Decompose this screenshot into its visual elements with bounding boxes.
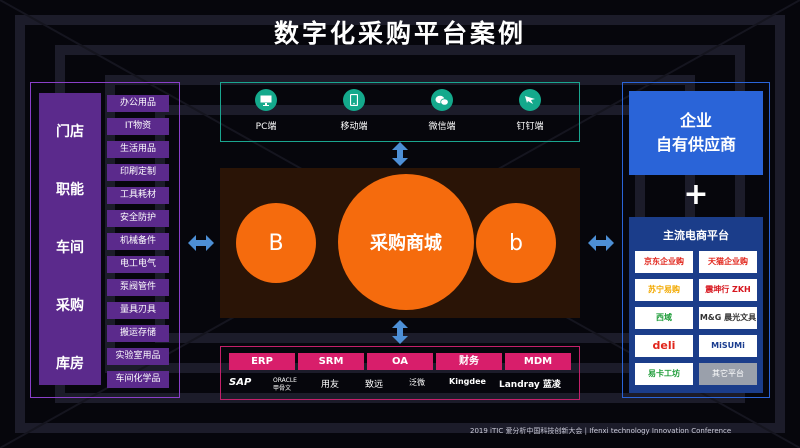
dingtalk-icon bbox=[519, 89, 541, 111]
platform-pc: PC端 bbox=[231, 89, 301, 132]
department-function: 职能 bbox=[56, 182, 84, 198]
own-supplier-line2: 自有供应商 bbox=[655, 135, 736, 154]
system-finance: 财务 bbox=[436, 353, 502, 370]
category-item: 办公用品 bbox=[107, 95, 169, 112]
monitor-icon bbox=[255, 89, 277, 111]
department-store: 门店 bbox=[56, 124, 84, 140]
platform-label: 移动端 bbox=[340, 122, 368, 132]
logo-weaver: 泛微 bbox=[409, 378, 425, 387]
system-mdm: MDM bbox=[505, 353, 571, 370]
own-supplier-line1: 企业 bbox=[679, 111, 712, 130]
own-supplier-box: 企业 自有供应商 bbox=[629, 91, 763, 175]
double-arrow-horizontal-icon bbox=[188, 235, 214, 251]
logo-landray: Landray 蓝凌 bbox=[499, 380, 561, 390]
platform-dingtalk: 钉钉端 bbox=[495, 89, 565, 132]
ecommerce-deli: deli bbox=[635, 335, 693, 357]
platform-mobile: 移动端 bbox=[319, 89, 389, 132]
plus-icon: + bbox=[683, 177, 709, 212]
logo-yonyou: 用友 bbox=[321, 380, 340, 390]
b2b-small-circle: b bbox=[476, 203, 556, 283]
ecommerce-yika: 易卡工坊 bbox=[635, 363, 693, 385]
supply-panel: 企业 自有供应商 + 主流电商平台 京东企业购 天猫企业购 苏宁易购 震坤行 Z… bbox=[622, 82, 770, 398]
ecommerce-misumi: MiSUMi bbox=[699, 335, 757, 357]
department-workshop: 车间 bbox=[56, 240, 84, 256]
ecommerce-title: 主流电商平台 bbox=[663, 229, 729, 242]
double-arrow-horizontal-icon bbox=[588, 235, 614, 251]
ecommerce-mg: M&G 晨光文具 bbox=[699, 307, 757, 329]
category-item: 工具耗材 bbox=[107, 187, 169, 204]
logo-oracle: ORACLE 甲骨文 bbox=[273, 377, 297, 392]
mall-area: B 采购商城 b bbox=[220, 168, 580, 318]
purchasing-mall-circle: 采购商城 bbox=[338, 174, 474, 310]
category-item: 机械备件 bbox=[107, 233, 169, 250]
page-title: 数字化采购平台案例 bbox=[273, 19, 526, 48]
category-item: 实验室用品 bbox=[107, 348, 169, 365]
system-erp: ERP bbox=[229, 353, 295, 370]
ecommerce-zkh: 震坤行 ZKH bbox=[699, 279, 757, 301]
double-arrow-vertical-icon bbox=[392, 142, 408, 166]
category-item: IT物资 bbox=[107, 118, 169, 135]
enterprise-systems-panel: ERP SRM OA 财务 MDM SAP ORACLE 甲骨文 用友 致远 泛… bbox=[220, 346, 580, 400]
access-platforms-panel: PC端 移动端 微信端 钉钉端 bbox=[220, 82, 580, 142]
conference-footer: 2019 iTIC 爱分析中国科技创新大会 | Ifenxi technolog… bbox=[470, 427, 732, 435]
ecommerce-jd: 京东企业购 bbox=[635, 251, 693, 273]
logo-sap: SAP bbox=[229, 377, 252, 388]
platform-label: PC端 bbox=[255, 122, 277, 132]
ecommerce-other: 其它平台 bbox=[699, 363, 757, 385]
category-item: 电工电气 bbox=[107, 256, 169, 273]
category-item: 量具刃具 bbox=[107, 302, 169, 319]
department-warehouse: 库房 bbox=[56, 356, 84, 372]
platform-wechat: 微信端 bbox=[407, 89, 477, 132]
ecommerce-suning: 苏宁易购 bbox=[635, 279, 693, 301]
ecommerce-platforms-box: 主流电商平台 京东企业购 天猫企业购 苏宁易购 震坤行 ZKH 西域 M&G 晨… bbox=[629, 217, 763, 393]
demand-panel: 门店 职能 车间 采购 库房 办公用品 IT物资 生活用品 印刷定制 工具耗材 … bbox=[30, 82, 180, 398]
category-item: 搬运存储 bbox=[107, 325, 169, 342]
platform-label: 微信端 bbox=[428, 122, 456, 132]
mobile-icon bbox=[343, 89, 365, 111]
logo-seeyon: 致远 bbox=[365, 380, 384, 390]
logo-kingdee: Kingdee bbox=[449, 377, 486, 386]
ecommerce-tmall: 天猫企业购 bbox=[699, 251, 757, 273]
category-item: 泵阀管件 bbox=[107, 279, 169, 296]
system-srm: SRM bbox=[298, 353, 364, 370]
department-purchasing: 采购 bbox=[56, 298, 84, 314]
category-item: 生活用品 bbox=[107, 141, 169, 158]
department-column: 门店 职能 车间 采购 库房 bbox=[39, 93, 101, 385]
category-item: 车间化学品 bbox=[107, 371, 169, 388]
double-arrow-vertical-icon bbox=[392, 320, 408, 344]
ecommerce-xiyu: 西域 bbox=[635, 307, 693, 329]
wechat-icon bbox=[431, 89, 453, 111]
platform-label: 钉钉端 bbox=[516, 122, 544, 132]
b2b-circle: B bbox=[236, 203, 316, 283]
category-item: 印刷定制 bbox=[107, 164, 169, 181]
category-item: 安全防护 bbox=[107, 210, 169, 227]
system-oa: OA bbox=[367, 353, 433, 370]
